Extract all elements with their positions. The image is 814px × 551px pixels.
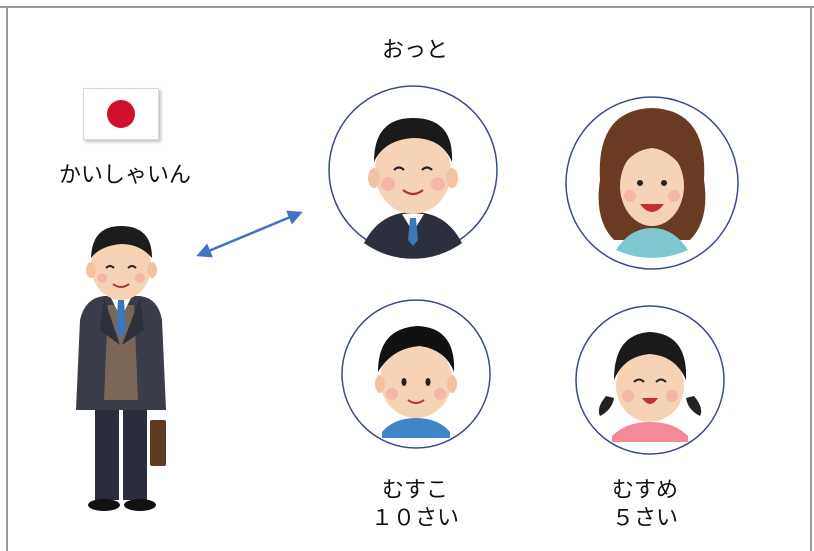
son-age-label: １０さい: [370, 506, 459, 531]
frame-right-border: [810, 6, 812, 551]
japan-flag-icon: [83, 88, 159, 140]
company-employee-label: かいしゃいん: [58, 163, 191, 188]
husband-label: おっと: [381, 38, 448, 63]
husband-portrait: [328, 85, 498, 259]
son-portrait: [341, 299, 491, 449]
daughter-portrait: [575, 305, 725, 455]
wife-portrait: [565, 96, 739, 270]
double-arrow-icon: [196, 210, 303, 258]
frame-left-border: [6, 6, 8, 551]
daughter-age-label: ５さい: [611, 506, 678, 531]
frame-top-border: [0, 6, 814, 8]
businessman-figure: [76, 226, 166, 511]
daughter-label: むすめ: [611, 478, 678, 503]
son-label: むすこ: [381, 478, 448, 503]
